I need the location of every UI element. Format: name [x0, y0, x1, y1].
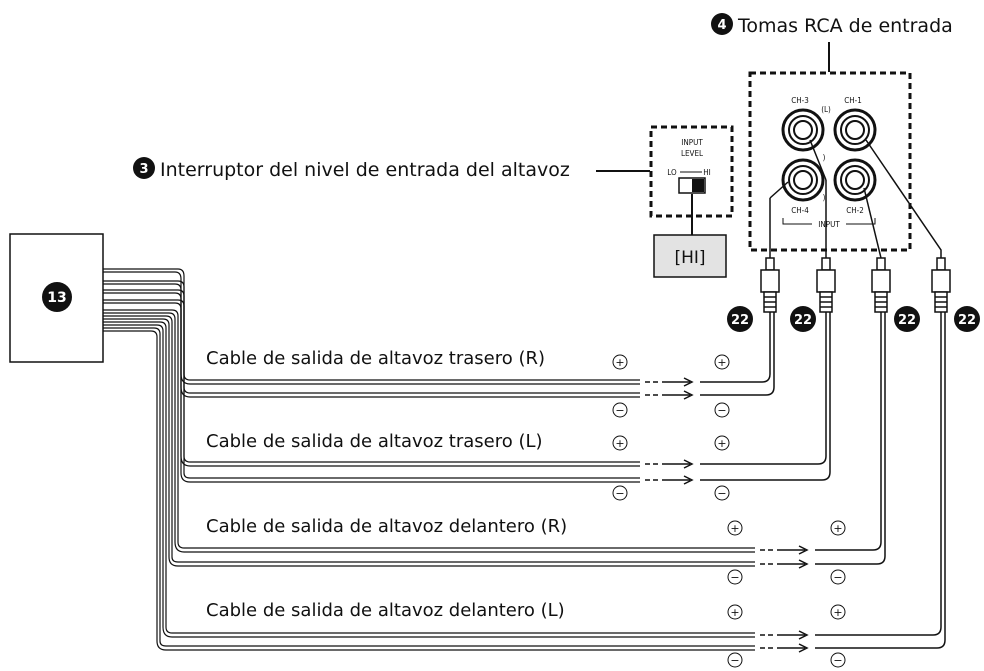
jack-ch3 [781, 108, 825, 152]
minus-glyph: − [730, 571, 739, 584]
input-level-switch: INPUT LEVEL LO HI [649, 125, 734, 235]
plus-glyph: + [717, 437, 726, 450]
switch-slider [692, 179, 704, 192]
ch1-label: CH-1 [844, 96, 862, 105]
plug-badges: 22 22 22 22 [727, 306, 980, 332]
cable-label-rear-l: Cable de salida de altavoz trasero (L) [206, 431, 543, 452]
rca-plug-3 [871, 257, 891, 313]
minus-glyph: − [833, 571, 842, 584]
jack-ch1 [833, 108, 877, 152]
plus-icon [830, 604, 846, 620]
speaker-cables [103, 268, 755, 651]
plug-1-lead [769, 181, 789, 199]
jack-l-label: (L) [821, 105, 831, 114]
plus-glyph: + [833, 522, 842, 535]
plug-badge-3: 22 [898, 313, 916, 328]
plus-icon [714, 354, 730, 370]
minus-glyph: − [717, 487, 726, 500]
ch3-label: CH-3 [791, 96, 809, 105]
minus-icon [727, 569, 743, 585]
plus-glyph: + [833, 606, 842, 619]
plus-icon [612, 435, 628, 451]
plus-icon [612, 354, 628, 370]
minus-icon [714, 485, 730, 501]
amplifier-unit: 13 [9, 233, 104, 363]
cable-label-front-l: Cable de salida de altavoz delantero (L) [206, 600, 565, 621]
jack-mark-1: ) [823, 153, 826, 162]
minus-icon [830, 569, 846, 585]
plus-glyph: + [730, 522, 739, 535]
rca-badge: 4 [717, 18, 726, 33]
plus-icon [727, 520, 743, 536]
minus-icon [612, 485, 628, 501]
plus-glyph: + [730, 606, 739, 619]
minus-icon [612, 402, 628, 418]
jack-mark-2: ) [823, 193, 826, 202]
minus-glyph: − [615, 404, 624, 417]
polarity-symbols [612, 354, 846, 668]
minus-icon [714, 402, 730, 418]
minus-glyph: − [615, 487, 624, 500]
jack-ch4 [781, 158, 825, 202]
cable-connections [645, 312, 946, 653]
rca-jacks-callout: 4 Tomas RCA de entrada [711, 13, 953, 72]
polarity-glyphs: + + − − + + − − + + − − + + − − [615, 356, 842, 667]
plus-icon [714, 435, 730, 451]
switch-hi-text: HI [703, 168, 711, 177]
cable-label-front-r: Cable de salida de altavoz delantero (R) [206, 516, 567, 537]
plug-badge-4: 22 [958, 313, 976, 328]
hi-setting-text: [HI] [674, 248, 705, 268]
input-label: INPUT [818, 220, 840, 229]
plus-icon [830, 520, 846, 536]
minus-icon [830, 652, 846, 668]
plus-glyph: + [717, 356, 726, 369]
minus-glyph: − [717, 404, 726, 417]
ch2-label: CH-2 [846, 206, 864, 215]
rca-input-panel: CH-3 CH-1 (L) ) ) CH-4 CH-2 INPUT [748, 71, 912, 252]
unit-badge: 13 [47, 290, 66, 306]
minus-glyph: − [730, 654, 739, 667]
rca-title: Tomas RCA de entrada [737, 15, 953, 37]
switch-level-text: LEVEL [681, 149, 703, 158]
plug-badge-2: 22 [794, 313, 812, 328]
switch-callout: 3 Interruptor del nivel de entrada del a… [133, 157, 650, 181]
plus-glyph: + [615, 437, 624, 450]
rca-plug-2 [816, 257, 836, 313]
rca-plug-1 [760, 198, 780, 313]
plus-glyph: + [615, 356, 624, 369]
switch-input-text: INPUT [681, 138, 703, 147]
plug-badge-1: 22 [731, 313, 749, 328]
ch4-label: CH-4 [791, 206, 809, 215]
cable-label-rear-r: Cable de salida de altavoz trasero (R) [206, 348, 545, 369]
rca-plug-4 [931, 257, 951, 313]
switch-title: Interruptor del nivel de entrada del alt… [160, 159, 570, 181]
jack-ch2 [833, 158, 877, 202]
minus-glyph: − [833, 654, 842, 667]
minus-icon [727, 652, 743, 668]
hi-setting-box: [HI] [653, 234, 727, 278]
switch-badge: 3 [139, 162, 148, 177]
plug-4-lead [865, 139, 942, 258]
plus-icon [727, 604, 743, 620]
switch-lo-text: LO [667, 168, 677, 177]
plug-3-lead [863, 187, 882, 259]
